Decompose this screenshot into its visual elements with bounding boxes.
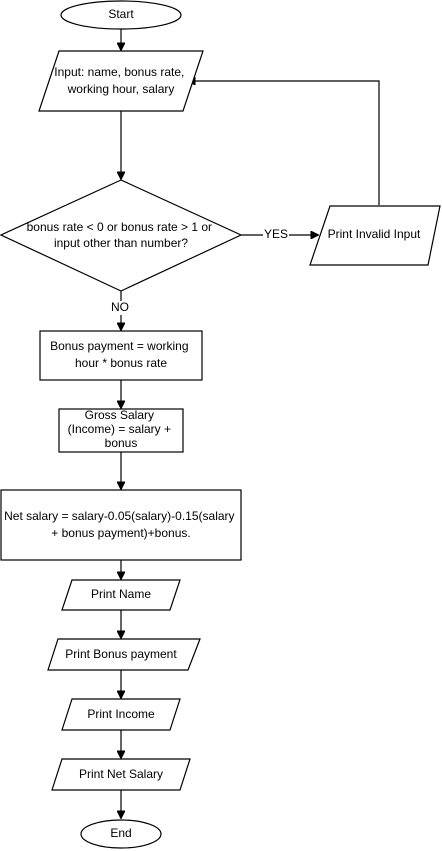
end-label: End — [110, 826, 131, 840]
edge-no-label-group: NO — [109, 300, 133, 315]
decision-label-line-1: bonus rate < 0 or bonus rate > 1 or — [27, 220, 212, 234]
print-net-label: Print Net Salary — [79, 767, 163, 781]
net-salary-node[interactable]: Net salary = salary-0.05(salary)-0.15(sa… — [0, 489, 242, 561]
bonus-label-line-2: hour * bonus rate — [75, 356, 167, 370]
edge-yes-label: YES — [264, 227, 288, 241]
print-invalid-label: Print Invalid Input — [328, 227, 421, 241]
start-terminator[interactable]: Start — [60, 0, 182, 30]
input-label-line-1: Input: name, bonus rate, — [54, 65, 184, 79]
net-label-line-2: + bonus payment)+bonus. — [51, 526, 190, 540]
print-invalid-node[interactable]: Print Invalid Input — [309, 205, 441, 266]
print-name-node[interactable]: Print Name — [61, 579, 181, 611]
decision-label-line-2: input other than number? — [54, 236, 188, 250]
edge-invalid-loop-back — [188, 81, 380, 205]
gross-label-line-3: bonus — [105, 436, 138, 450]
net-label: Net salary = salary-0.05(salary)-0.15(sa… — [4, 509, 238, 540]
print-income-node[interactable]: Print Income — [61, 698, 181, 731]
input-node[interactable]: Input: name, bonus rate, working hour, s… — [38, 50, 204, 112]
print-income-label: Print Income — [87, 707, 155, 721]
gross-label-line-2: (Income) = salary + — [68, 422, 171, 436]
edge-no-label: NO — [111, 300, 129, 314]
edge-yes-label-group: YES — [263, 227, 289, 242]
print-bonus-label: Print Bonus payment — [65, 647, 177, 661]
print-net-node[interactable]: Print Net Salary — [51, 758, 191, 791]
input-label-line-2: working hour, salary — [67, 82, 175, 96]
gross-label: Gross Salary (Income) = salary + bonus — [68, 408, 175, 450]
end-terminator[interactable]: End — [80, 819, 162, 849]
start-label: Start — [108, 7, 134, 21]
bonus-label-line-1: Bonus payment = working — [50, 339, 188, 353]
decision-node[interactable]: bonus rate < 0 or bonus rate > 1 or inpu… — [0, 179, 243, 292]
bonus-label: Bonus payment = working hour * bonus rat… — [50, 339, 192, 370]
bonus-process-node[interactable]: Bonus payment = working hour * bonus rat… — [39, 330, 203, 381]
gross-label-line-1: Gross Salary — [85, 408, 154, 422]
net-label-line-1: Net salary = salary-0.05(salary)-0.15(sa… — [4, 509, 234, 523]
print-name-label: Print Name — [91, 587, 151, 601]
print-bonus-node[interactable]: Print Bonus payment — [47, 638, 201, 671]
decision-label: bonus rate < 0 or bonus rate > 1 or inpu… — [27, 220, 216, 250]
gross-salary-node[interactable]: Gross Salary (Income) = salary + bonus — [58, 408, 184, 453]
input-label: Input: name, bonus rate, working hour, s… — [54, 65, 187, 96]
